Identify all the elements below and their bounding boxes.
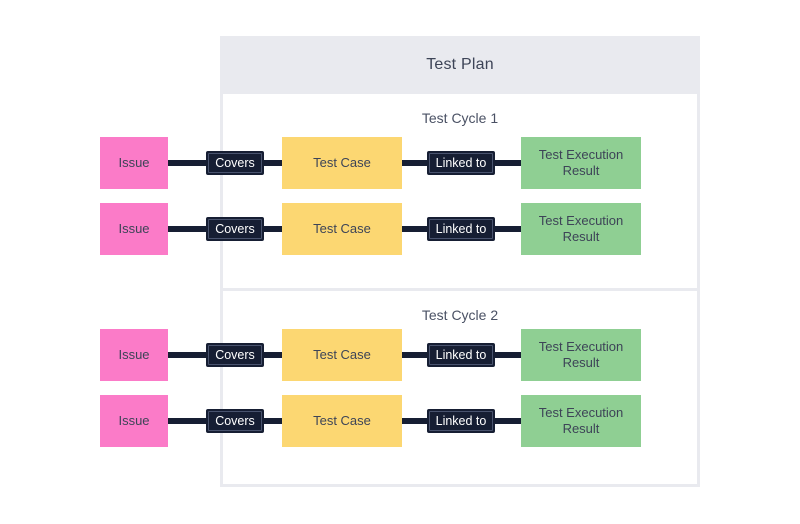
connector-covers-to-test-case bbox=[262, 418, 284, 424]
connector-covers-to-test-case bbox=[262, 352, 284, 358]
connector-linked-to-result bbox=[494, 418, 522, 424]
connector-issue-to-covers bbox=[168, 418, 208, 424]
test-cycle-panel-2: Test Cycle 2 bbox=[223, 290, 697, 484]
relationship-badge-linked-to-label: Linked to bbox=[429, 153, 493, 173]
test-cycle-panel-1: Test Cycle 1 bbox=[223, 94, 697, 288]
connector-issue-to-covers bbox=[168, 352, 208, 358]
test-case-node-label: Test Case bbox=[313, 346, 371, 362]
issue-node-label: Issue bbox=[118, 412, 150, 428]
test-execution-result-node[interactable]: Test Execution Result bbox=[521, 395, 641, 447]
test-execution-result-node[interactable]: Test Execution Result bbox=[521, 137, 641, 189]
connector-issue-to-covers bbox=[168, 160, 208, 166]
relationship-badge-linked-to[interactable]: Linked to bbox=[427, 343, 495, 367]
connector-covers-to-test-case bbox=[262, 226, 284, 232]
issue-node-label: Issue bbox=[118, 346, 150, 362]
test-execution-result-node-label: Test Execution Result bbox=[538, 212, 624, 244]
relationship-badge-linked-to-label: Linked to bbox=[429, 411, 493, 431]
relationship-badge-linked-to[interactable]: Linked to bbox=[427, 151, 495, 175]
test-execution-result-node-label: Test Execution Result bbox=[538, 404, 624, 436]
test-case-node[interactable]: Test Case bbox=[282, 329, 402, 381]
test-cycles-list: Test Cycle 1 Test Cycle 2 bbox=[223, 94, 697, 484]
test-cycle-title-2: Test Cycle 2 bbox=[421, 306, 499, 323]
test-case-node-label: Test Case bbox=[313, 220, 371, 236]
test-plan-header: Test Plan bbox=[220, 36, 700, 94]
flow-row: Issue Covers Test Case Linked to Test Ex… bbox=[0, 203, 800, 255]
test-case-node-label: Test Case bbox=[313, 154, 371, 170]
issue-node-label: Issue bbox=[118, 154, 150, 170]
issue-node[interactable]: Issue bbox=[100, 203, 168, 255]
flow-row: Issue Covers Test Case Linked to Test Ex… bbox=[0, 329, 800, 381]
connector-linked-to-result bbox=[494, 352, 522, 358]
test-plan-container: Test Plan Test Cycle 1 Test Cycle 2 bbox=[220, 36, 700, 487]
test-case-node[interactable]: Test Case bbox=[282, 203, 402, 255]
relationship-badge-covers[interactable]: Covers bbox=[206, 409, 264, 433]
test-execution-result-node[interactable]: Test Execution Result bbox=[521, 203, 641, 255]
test-case-node[interactable]: Test Case bbox=[282, 137, 402, 189]
connector-issue-to-covers bbox=[168, 226, 208, 232]
relationship-badge-linked-to[interactable]: Linked to bbox=[427, 217, 495, 241]
test-case-node[interactable]: Test Case bbox=[282, 395, 402, 447]
relationship-badge-covers-label: Covers bbox=[208, 411, 262, 431]
relationship-badge-linked-to-label: Linked to bbox=[429, 219, 493, 239]
test-cycle-title-1: Test Cycle 1 bbox=[421, 110, 499, 126]
relationship-badge-covers[interactable]: Covers bbox=[206, 217, 264, 241]
connector-test-case-to-linked bbox=[400, 160, 428, 166]
connector-linked-to-result bbox=[494, 226, 522, 232]
issue-node[interactable]: Issue bbox=[100, 395, 168, 447]
relationship-badge-covers[interactable]: Covers bbox=[206, 151, 264, 175]
test-case-node-label: Test Case bbox=[313, 412, 371, 428]
connector-test-case-to-linked bbox=[400, 352, 428, 358]
flow-row: Issue Covers Test Case Linked to Test Ex… bbox=[0, 395, 800, 447]
issue-node[interactable]: Issue bbox=[100, 137, 168, 189]
connector-covers-to-test-case bbox=[262, 160, 284, 166]
relationship-badge-covers[interactable]: Covers bbox=[206, 343, 264, 367]
test-execution-result-node[interactable]: Test Execution Result bbox=[521, 329, 641, 381]
issue-node[interactable]: Issue bbox=[100, 329, 168, 381]
test-plan-title: Test Plan bbox=[426, 56, 494, 73]
relationship-badge-covers-label: Covers bbox=[208, 153, 262, 173]
relationship-badge-linked-to-label: Linked to bbox=[429, 345, 493, 365]
test-execution-result-node-label: Test Execution Result bbox=[538, 146, 624, 178]
test-execution-result-node-label: Test Execution Result bbox=[538, 338, 624, 370]
flow-row: Issue Covers Test Case Linked to Test Ex… bbox=[0, 137, 800, 189]
connector-linked-to-result bbox=[494, 160, 522, 166]
connector-test-case-to-linked bbox=[400, 226, 428, 232]
relationship-badge-linked-to[interactable]: Linked to bbox=[427, 409, 495, 433]
connector-test-case-to-linked bbox=[400, 418, 428, 424]
relationship-badge-covers-label: Covers bbox=[208, 345, 262, 365]
issue-node-label: Issue bbox=[118, 220, 150, 236]
relationship-badge-covers-label: Covers bbox=[208, 219, 262, 239]
